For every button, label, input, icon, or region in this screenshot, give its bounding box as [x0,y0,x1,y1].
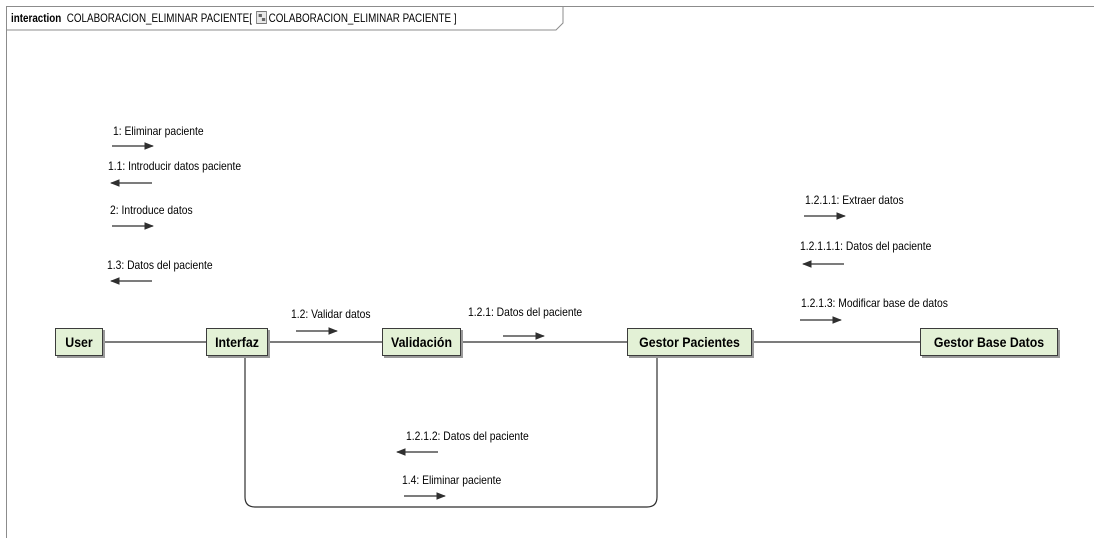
message-label: 1.2.1.1: Extraer datos [805,193,904,207]
frame-ref-name: COLABORACION_ELIMINAR PACIENTE [268,11,452,25]
frame-label: interaction COLABORACION_ELIMINAR PACIEN… [7,7,564,31]
lifeline-interfaz-label: Interfaz [215,334,259,350]
frame-bracket-open: [ [249,11,252,25]
message-label: 1.2: Validar datos [291,307,371,321]
lifeline-gestor-bd-label: Gestor Base Datos [933,334,1045,350]
lifeline-validacion[interactable]: Validación [382,328,461,356]
message-label: 1.1: Introducir datos paciente [108,159,242,173]
interaction-frame: interaction COLABORACION_ELIMINAR PACIEN… [6,6,1094,538]
lifeline-gestor-bd[interactable]: Gestor Base Datos [920,328,1058,356]
lifeline-user[interactable]: User [55,328,103,356]
message-label: 1.2.1.1.1: Datos del paciente [800,239,932,253]
message-label: 1.2.1.3: Modificar base de datos [801,296,948,310]
link-interfaz-gestor-pacientes-loop [244,355,658,508]
frame-label-border [7,7,564,31]
frame-keyword: interaction [11,11,62,25]
message-label: 1.3: Datos del paciente [107,258,213,272]
message-label: 1: Eliminar paciente [113,124,204,138]
message-label: 1.4: Eliminar paciente [402,473,502,487]
lifeline-interfaz[interactable]: Interfaz [206,328,268,356]
message-label: 1.2.1.2: Datos del paciente [406,429,529,443]
frame-name: COLABORACION_ELIMINAR PACIENTE [66,11,250,25]
lifeline-user-label: User [65,334,93,350]
message-label: 1.2.1: Datos del paciente [468,305,583,319]
message-label: 2: Introduce datos [110,203,193,217]
lifeline-gestor-pacientes-label: Gestor Pacientes [639,334,740,350]
frame-bracket-close: ] [453,11,457,25]
frame-title: interaction COLABORACION_ELIMINAR PACIEN… [11,11,457,25]
lifeline-validacion-label: Validación [391,334,452,350]
lifeline-gestor-pacientes[interactable]: Gestor Pacientes [627,328,752,356]
diagram-icon [256,11,268,24]
